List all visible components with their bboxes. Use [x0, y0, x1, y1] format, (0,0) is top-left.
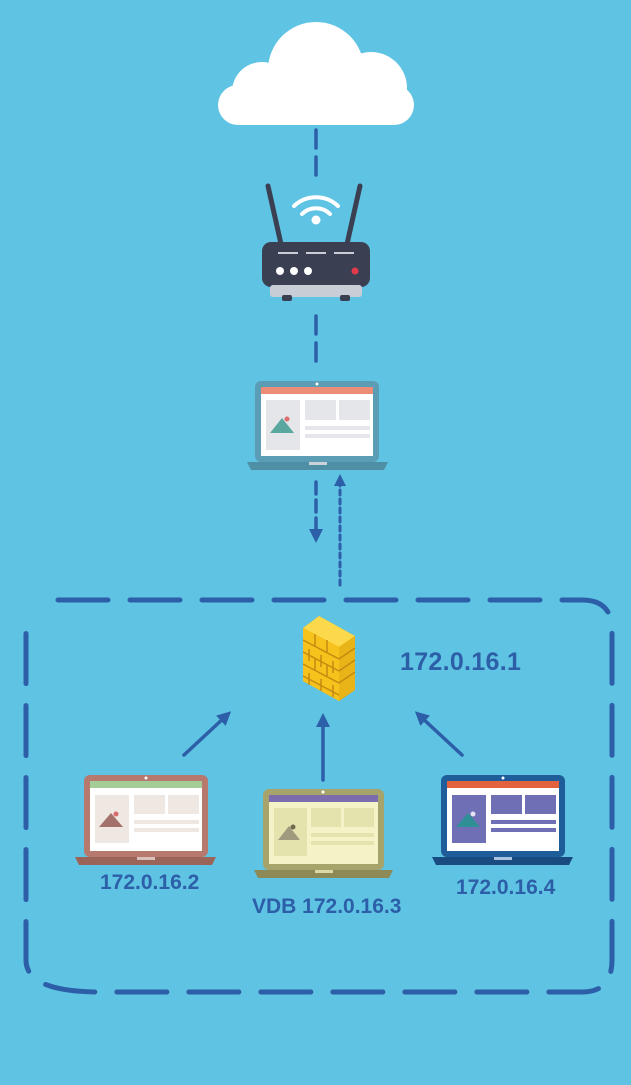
firewall-ip-label: 172.0.16.1 — [400, 648, 522, 676]
wifi-router-icon — [262, 183, 370, 301]
client-right-laptop-icon — [432, 775, 573, 865]
gateway-laptop-icon — [247, 381, 388, 470]
lan-boundary — [23, 597, 615, 995]
firewall-icon — [302, 616, 356, 701]
client-left-laptop-icon — [75, 775, 216, 865]
client-right-ip-label: 172.0.16.4 — [456, 876, 556, 899]
cloud-icon — [218, 22, 414, 125]
client-center-ip-label: VDB 172.0.16.3 — [252, 895, 402, 918]
client-center-laptop-icon — [254, 789, 393, 878]
edge-right-client-arrow — [414, 711, 464, 757]
client-left-ip-label: 172.0.16.2 — [100, 871, 200, 894]
connector-lines — [182, 128, 464, 782]
wifi-signal-icon — [292, 195, 340, 216]
edge-left-client-arrow — [182, 711, 232, 757]
